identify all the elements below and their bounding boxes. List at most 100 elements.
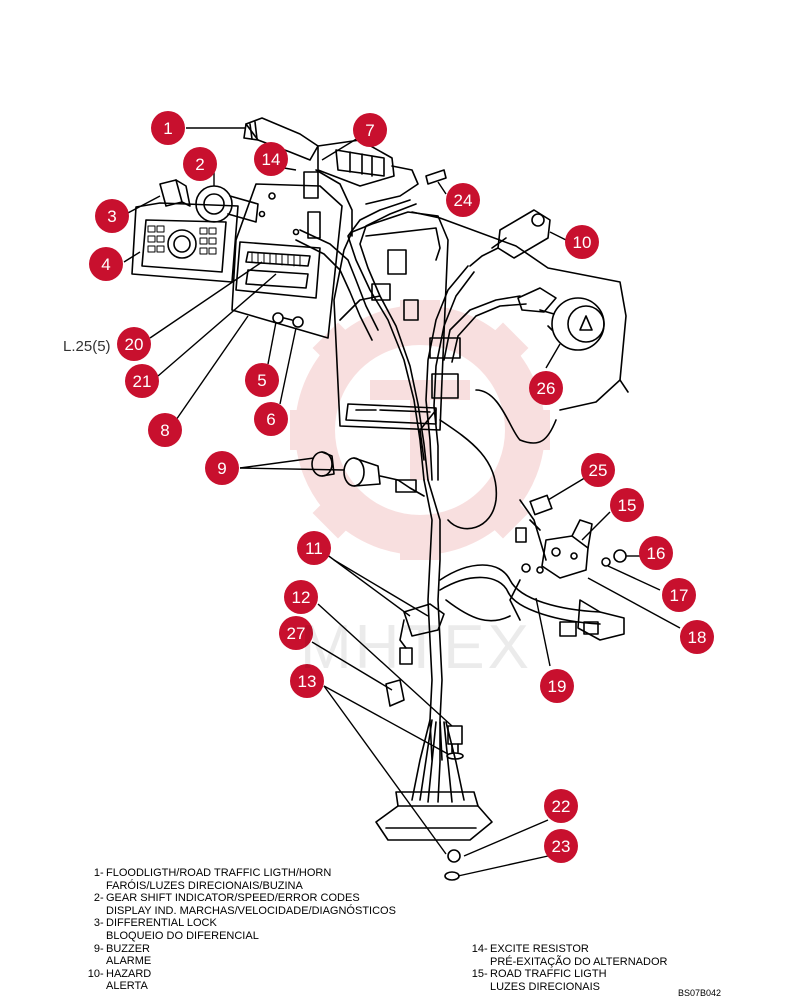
legend-entry: 15 -ROAD TRAFFIC LIGTH LUZES DIRECIONAIS [466,968,667,993]
callout-10: 10 [565,225,599,259]
legend-text-en: BUZZER [106,942,150,955]
legend-number: 2 [93,892,100,905]
callout-number: 2 [195,155,204,174]
callout-circle [125,364,159,398]
callout-circle [529,371,563,405]
page-reference: L.25(5) [63,338,111,355]
callout-number: 10 [573,233,592,252]
callout-circle [117,327,151,361]
callout-number: 4 [101,255,110,274]
callout-number: 24 [454,191,473,210]
callout-circle [254,142,288,176]
callout-7: 7 [353,113,387,147]
legend-number: 15 [471,968,484,981]
legend-right: 14 -EXCITE RESISTOR PRÉ-EXITAÇÃO DO ALTE… [466,943,668,993]
callout-number: 25 [589,461,608,480]
cab-panel [333,211,629,431]
callout-18: 18 [680,620,714,654]
callout-15: 15 [610,488,644,522]
callout-circle [89,247,123,281]
base-connector [375,791,493,841]
hazard-switch [469,209,551,267]
callout-number: 8 [160,421,169,440]
legend-entry: 1 -FLOODLIGTH/ROAD TRAFFIC LIGTH/HORN FA… [82,867,396,892]
main-harness [295,169,557,803]
callout-number: 6 [266,410,275,429]
legend-text-pt: FARÓIS/LUZES DIRECIONAIS/BUZINA [106,879,303,892]
callout-number: 5 [257,371,266,390]
legend-number: 14 [471,943,484,955]
callout-number: 26 [537,379,556,398]
callout-circle [148,413,182,447]
callout-number: 23 [552,837,571,856]
callout-27: 27 [279,616,313,650]
callout-8: 8 [148,413,182,447]
callout-number: 12 [292,588,311,607]
callout-22: 22 [544,789,578,823]
legend-text-pt: DISPLAY IND. MARCHAS/VELOCIDADE/DIAGNÓST… [106,904,396,917]
legend-text-pt: BLOQUEIO DO DIFERENCIAL [106,929,259,942]
legend-entry: 3 -DIFFERENTIAL LOCK BLOQUEIO DO DIFEREN… [82,917,396,942]
callout-number: 15 [618,496,637,515]
callout-circle [290,664,324,698]
callout-25: 25 [581,453,615,487]
callout-number: 11 [305,539,323,558]
callout-16: 16 [639,536,673,570]
callout-2: 2 [183,147,217,181]
legend-text-pt: ALARME [106,955,152,968]
legend-number: 1 [93,867,100,879]
callout-circle [639,536,673,570]
callout-23: 23 [544,829,578,863]
callout-circle [254,402,288,436]
legend-entry: 2 -GEAR SHIFT INDICATOR/SPEED/ERROR CODE… [82,892,396,917]
callout-circle [544,829,578,863]
callout-circle [205,451,239,485]
buzzer [311,451,425,497]
lower-items [385,603,464,881]
callout-circle [279,616,313,650]
callout-9: 9 [205,451,239,485]
legend-text-en: FLOODLIGTH/ROAD TRAFFIC LIGTH/HORN [106,867,332,879]
callout-24: 24 [446,183,480,217]
callout-number: 17 [670,586,689,605]
callout-17: 17 [662,578,696,612]
callout-number: 9 [217,459,226,478]
callout-number: 27 [287,624,306,643]
callout-circle [610,488,644,522]
callout-number: 7 [365,121,374,140]
legend-text-en: DIFFERENTIAL LOCK [106,917,217,930]
right-branch [439,494,627,641]
callout-12: 12 [284,580,318,614]
legend-number: 9 [93,942,100,955]
legend-text-en: HAZARD [106,967,152,980]
callout-circle [581,453,615,487]
legend-number: 3 [93,917,100,930]
callout-circle [284,580,318,614]
round-gauge [517,287,605,351]
legend-entry: 14 -EXCITE RESISTOR PRÉ-EXITAÇÃO DO ALTE… [466,943,668,968]
callout-circle [245,363,279,397]
callout-circle [151,111,185,145]
legend-entry: 10 -HAZARD ALERTA [82,968,396,993]
callout-circle [297,531,331,565]
callout-number: 3 [107,207,116,226]
callout-number: 19 [548,677,567,696]
callout-circle [95,199,129,233]
callout-number: 20 [125,335,144,354]
legend-text-pt: ALERTA [106,980,148,993]
callout-14: 14 [254,142,288,176]
callout-circle [183,147,217,181]
fuse-board [231,171,343,339]
callout-number: 13 [298,672,317,691]
callouts: 1234567891011121314151617181920212223242… [89,111,714,863]
callout-circle [662,578,696,612]
watermark-text: MHTEX [300,613,532,682]
callout-circle [540,669,574,703]
legend-text-en: ROAD TRAFFIC LIGTH [490,968,607,981]
callout-21: 21 [125,364,159,398]
callout-13: 13 [290,664,324,698]
legend-text-en: GEAR SHIFT INDICATOR/SPEED/ERROR CODES [106,892,360,905]
callout-number: 21 [133,372,152,391]
callout-number: 14 [262,150,281,169]
